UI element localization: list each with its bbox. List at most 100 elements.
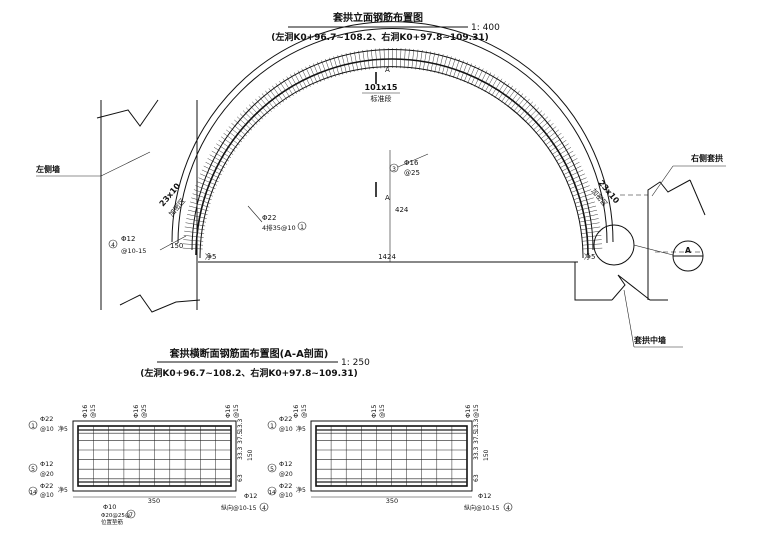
left-br-spec: 纵向@10-15 (221, 504, 257, 512)
right-arch-edge (689, 179, 706, 216)
right-marker-4: 4 (506, 505, 510, 512)
stirrup-line (575, 201, 595, 208)
left-dim-v2: 37.5 (237, 430, 244, 444)
stirrup-line (293, 72, 304, 91)
left-bl-note2: 位置垫筋 (101, 518, 124, 526)
stirrup-line (513, 95, 527, 112)
stirrup-line (576, 205, 597, 212)
stirrup-line (268, 88, 281, 105)
stirrup-line (349, 52, 355, 72)
section-panel-left: Φ16 @15 Φ16 @25 Φ16 @15 1 Φ22 @10 净5 5 Φ… (28, 404, 269, 526)
left-bl-dia: Φ10 (103, 503, 116, 511)
stirrup-line (579, 218, 599, 223)
stirrup-line (286, 76, 297, 95)
stirrup-line (407, 48, 410, 69)
stirrup-line (248, 104, 263, 120)
marker-1: 1 (300, 224, 304, 231)
stirrup-line (201, 169, 221, 179)
section-panel-right: Φ16 @15 Φ15 @15 Φ16 @15 1 Φ22 @10 净5 5 Φ… (267, 404, 513, 512)
left-r1-dia: Φ22 (40, 415, 53, 423)
stirrup-line (184, 230, 205, 234)
stirrup-line (538, 123, 554, 137)
dim-424: 424 (395, 206, 409, 214)
right-dim-total: 150 (483, 449, 490, 461)
stirrup-line (460, 61, 468, 81)
left-r14-spec: @10 (40, 492, 54, 499)
right-wall-break (611, 274, 668, 301)
elevation-scale: 1: 400 (471, 23, 500, 33)
stirrup-line (265, 90, 278, 107)
marker-1-circle (297, 221, 307, 231)
stirrup-line (341, 54, 347, 74)
stirrup-line (290, 74, 301, 93)
stirrup-line (193, 189, 213, 197)
stirrup-line (190, 201, 210, 208)
stirrup-line (313, 63, 322, 83)
left-rebar-spec: @10-15 (121, 247, 146, 255)
stirrup-line (581, 239, 602, 242)
elevation-subtitle: (左洞K0+96.7~108.2、右洞K0+97.8~109.31) (271, 31, 488, 43)
stirrup-line (568, 177, 587, 186)
stirrup-line (477, 70, 488, 89)
stirrup-line (231, 123, 247, 137)
stirrup-line (497, 83, 510, 101)
stirrup-line (379, 48, 382, 69)
left-dim-v1: 33.3 (237, 446, 244, 460)
section-a-bubble-label: A (685, 246, 692, 255)
stirrup-line (366, 49, 370, 70)
dim-1424: 1424 (378, 253, 396, 261)
stirrup-line (228, 126, 245, 140)
stirrup-line (399, 48, 402, 69)
stirrup-line (279, 80, 291, 99)
stirrup-line (564, 169, 584, 179)
stirrup-line (527, 110, 543, 125)
stirrup-line (452, 58, 460, 78)
right-r5-spec: @20 (279, 471, 293, 478)
stirrup-line (463, 63, 472, 83)
stirrup-line (333, 56, 340, 76)
left-dim-v3: 13.3 (237, 418, 244, 432)
detail-circle (593, 224, 635, 266)
right-wall-outline (574, 262, 612, 301)
rebar16-spec: @25 (404, 169, 420, 177)
label-mid-wall: 套拱中墙 (633, 335, 666, 345)
stirrup-line (301, 68, 311, 87)
left-dim-width: 350 (148, 497, 160, 505)
section-scale: 1: 250 (341, 358, 370, 368)
stirrup-line (504, 88, 517, 105)
stirrup-line (297, 70, 308, 89)
left-br-dia: Φ12 (244, 492, 257, 500)
left-bl-note1: Φ20@25@ (101, 513, 131, 519)
section-mark-top: A (385, 66, 390, 74)
stirrup-line (192, 193, 212, 201)
stirrup-line (561, 161, 580, 172)
stirrup-line (191, 197, 211, 204)
left-top-mid-spec: @25 (141, 404, 148, 418)
marker-3: 3 (392, 166, 396, 173)
right-dim-63: 63 (473, 474, 480, 482)
dim-150: 150 (170, 242, 183, 250)
stirrup-line (449, 57, 456, 77)
right-r14-dia: Φ22 (279, 482, 292, 490)
stirrup-line (223, 133, 240, 146)
stirrup-line (195, 185, 215, 193)
right-dim-v1: 33.3 (473, 446, 480, 460)
stirrup-line (549, 140, 567, 152)
stirrup-line (434, 53, 440, 73)
stirrup-line (566, 173, 585, 183)
stirrup-line (551, 143, 569, 155)
stirrup-line (555, 150, 574, 162)
stirrup-line (185, 222, 206, 227)
stirrup-line (182, 247, 203, 250)
stirrup-line (209, 154, 228, 165)
stirrup-line (573, 193, 593, 201)
stirrup-line (419, 50, 423, 70)
left-r14-net: 净5 (58, 486, 68, 494)
stirrup-line (236, 116, 253, 131)
right-marker-14: 14 (269, 490, 276, 496)
stirrup-line (501, 85, 513, 103)
right-r14-net: 净5 (296, 486, 306, 494)
stirrup-line (456, 60, 464, 80)
left-marker-4: 4 (262, 505, 266, 512)
